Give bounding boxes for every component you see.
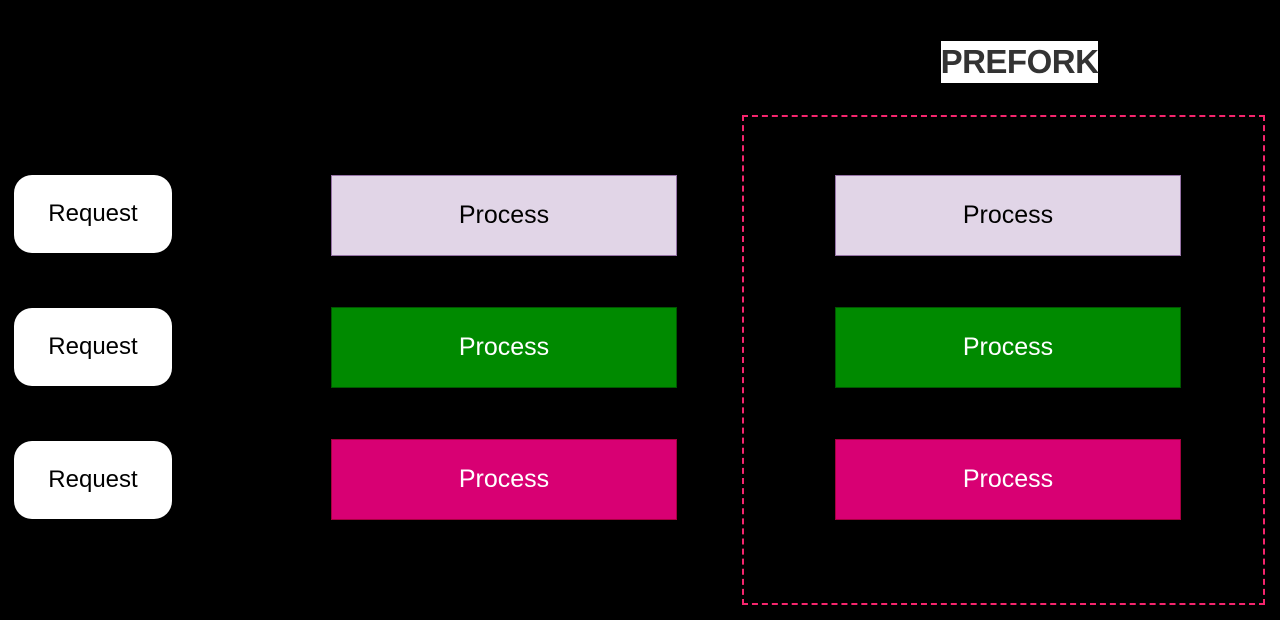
process-box-prefork-2: Process (835, 307, 1181, 388)
process-box-standalone-2: Process (331, 307, 677, 388)
process-box-standalone-1: Process (331, 175, 677, 256)
prefork-dashed-group (742, 115, 1265, 605)
process-box-prefork-3: Process (835, 439, 1181, 520)
request-box-2: Request (14, 308, 172, 386)
request-box-3: Request (14, 441, 172, 519)
process-box-standalone-3: Process (331, 439, 677, 520)
process-box-prefork-1: Process (835, 175, 1181, 256)
request-box-1: Request (14, 175, 172, 253)
prefork-title: PREFORK (941, 41, 1099, 83)
